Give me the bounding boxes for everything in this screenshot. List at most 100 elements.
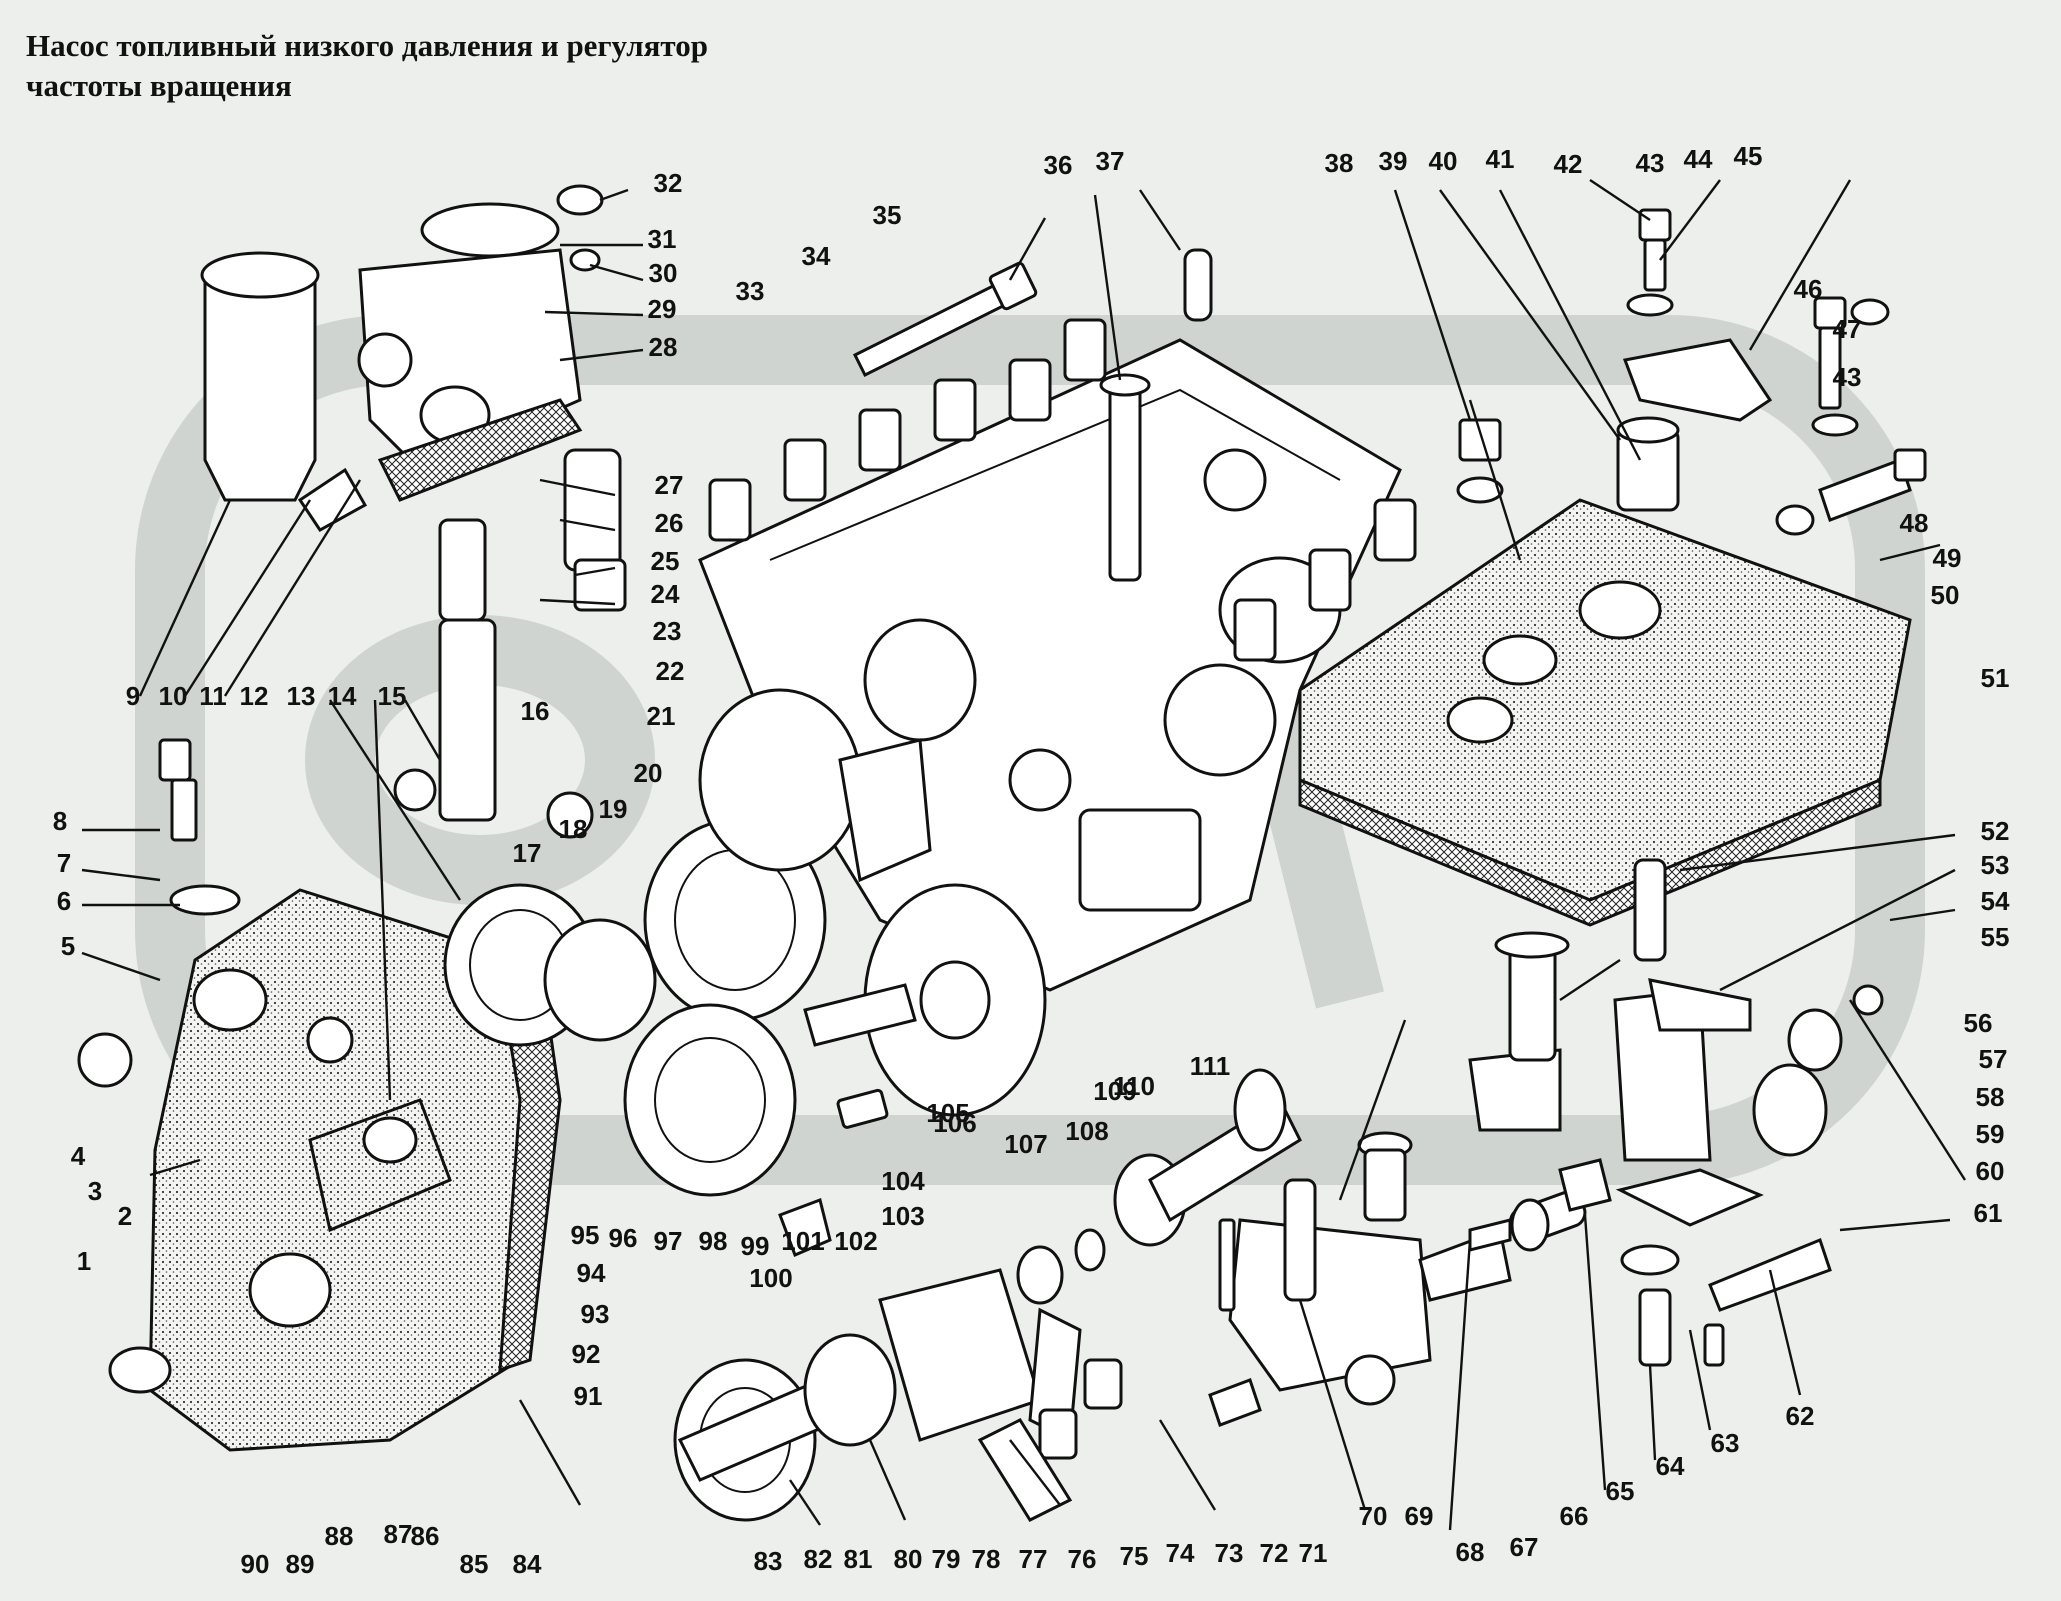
adjusting-screw bbox=[158, 738, 241, 916]
part-label: 59 bbox=[1976, 1119, 2005, 1149]
part-label: 72 bbox=[1260, 1538, 1289, 1568]
part-label: 76 bbox=[1068, 1544, 1097, 1574]
part-label: 5 bbox=[61, 931, 75, 961]
part-label: 22 bbox=[656, 656, 685, 686]
part-label: 62 bbox=[1786, 1401, 1815, 1431]
part-label: 81 bbox=[844, 1544, 873, 1574]
part-label: 8 bbox=[53, 806, 67, 836]
part-label: 12 bbox=[240, 681, 269, 711]
part-label: 96 bbox=[609, 1223, 638, 1253]
dowel-pin bbox=[1183, 248, 1213, 322]
part-label: 11 bbox=[199, 681, 227, 711]
part-label: 20 bbox=[634, 758, 663, 788]
part-label: 71 bbox=[1299, 1538, 1328, 1568]
part-label: 105 bbox=[926, 1098, 969, 1128]
part-label: 14 bbox=[328, 681, 357, 711]
part-label: 95 bbox=[571, 1220, 600, 1250]
part-label: 91 bbox=[574, 1381, 603, 1411]
part-label: 35 bbox=[873, 200, 902, 230]
part-label: 9 bbox=[126, 681, 140, 711]
part-label: 17 bbox=[513, 838, 542, 868]
part-label: 103 bbox=[881, 1201, 924, 1231]
part-label: 10 bbox=[159, 681, 188, 711]
part-label: 50 bbox=[1931, 580, 1960, 610]
part-label: 87 bbox=[384, 1519, 413, 1549]
part-label: 48 bbox=[1900, 508, 1929, 538]
part-label: 19 bbox=[599, 794, 628, 824]
part-label: 38 bbox=[1325, 148, 1354, 178]
part-label: 2 bbox=[118, 1201, 132, 1231]
part-label: 31 bbox=[648, 224, 677, 254]
title-line-1: Насос топливный низкого давления и регул… bbox=[26, 28, 708, 63]
governor-levers bbox=[1468, 858, 1884, 1367]
part-label: 57 bbox=[1979, 1044, 2008, 1074]
part-label: 51 bbox=[1981, 663, 2010, 693]
part-label: 16 bbox=[521, 696, 550, 726]
part-label: 79 bbox=[932, 1544, 961, 1574]
guide-pin bbox=[1099, 373, 1151, 582]
part-label: 36 bbox=[1044, 150, 1073, 180]
part-label: 46 bbox=[1794, 274, 1823, 304]
part-label: 107 bbox=[1004, 1129, 1047, 1159]
part-label: 24 bbox=[651, 579, 680, 609]
part-label: 23 bbox=[653, 616, 682, 646]
governor-linkage bbox=[1208, 1131, 1612, 1427]
part-label: 45 bbox=[1734, 141, 1763, 171]
part-label: 85 bbox=[460, 1549, 489, 1579]
part-label: 73 bbox=[1215, 1538, 1244, 1568]
part-label: 68 bbox=[1456, 1537, 1485, 1567]
part-label: 100 bbox=[749, 1263, 792, 1293]
part-label: 47 bbox=[1833, 314, 1862, 344]
part-label: 97 bbox=[654, 1226, 683, 1256]
part-label: 15 bbox=[378, 681, 407, 711]
leader-lines bbox=[81, 179, 1967, 1531]
part-label: 80 bbox=[894, 1544, 923, 1574]
part-label: 98 bbox=[699, 1226, 728, 1256]
part-label: 13 bbox=[287, 681, 316, 711]
part-label: 66 bbox=[1560, 1501, 1589, 1531]
part-label: 39 bbox=[1379, 146, 1408, 176]
part-label: 74 bbox=[1166, 1538, 1195, 1568]
part-label: 32 bbox=[654, 168, 683, 198]
gear-train bbox=[443, 688, 1047, 1257]
part-label: 77 bbox=[1019, 1544, 1048, 1574]
part-label: 93 bbox=[581, 1299, 610, 1329]
part-label: 109 bbox=[1093, 1076, 1136, 1106]
part-label: 6 bbox=[57, 886, 71, 916]
part-label: 54 bbox=[1981, 886, 2010, 916]
title-line-2: частоты вращения bbox=[26, 68, 292, 103]
part-label: 33 bbox=[736, 276, 765, 306]
part-label: 30 bbox=[649, 258, 678, 288]
part-label: 56 bbox=[1964, 1008, 1993, 1038]
governor-cover bbox=[1298, 416, 1912, 927]
part-label: 99 bbox=[741, 1231, 770, 1261]
regulator-housing bbox=[77, 888, 562, 1452]
part-label: 86 bbox=[411, 1521, 440, 1551]
part-label: 53 bbox=[1981, 850, 2010, 880]
part-label: 55 bbox=[1981, 922, 2010, 952]
part-label: 27 bbox=[655, 470, 684, 500]
plunger-assembly bbox=[393, 448, 627, 822]
plunger-springs bbox=[708, 318, 1417, 662]
part-label: 94 bbox=[577, 1258, 606, 1288]
diagram-title: Насос топливный низкого давления и регул… bbox=[26, 26, 708, 106]
part-label: 4 bbox=[71, 1141, 86, 1171]
part-label: 37 bbox=[1096, 146, 1125, 176]
part-label: 84 bbox=[513, 1549, 542, 1579]
part-label: 65 bbox=[1606, 1476, 1635, 1506]
part-label: 25 bbox=[651, 546, 680, 576]
part-label: 60 bbox=[1976, 1156, 2005, 1186]
part-label: 83 bbox=[754, 1546, 783, 1576]
part-label: 34 bbox=[802, 241, 831, 271]
part-label: 28 bbox=[649, 332, 678, 362]
part-label: 110 bbox=[1113, 1071, 1155, 1101]
part-label: 58 bbox=[1976, 1082, 2005, 1112]
part-label: 41 bbox=[1486, 144, 1515, 174]
part-label: 92 bbox=[572, 1339, 601, 1369]
part-label: 3 bbox=[88, 1176, 102, 1206]
part-label: 63 bbox=[1711, 1428, 1740, 1458]
part-label: 18 bbox=[559, 814, 588, 844]
